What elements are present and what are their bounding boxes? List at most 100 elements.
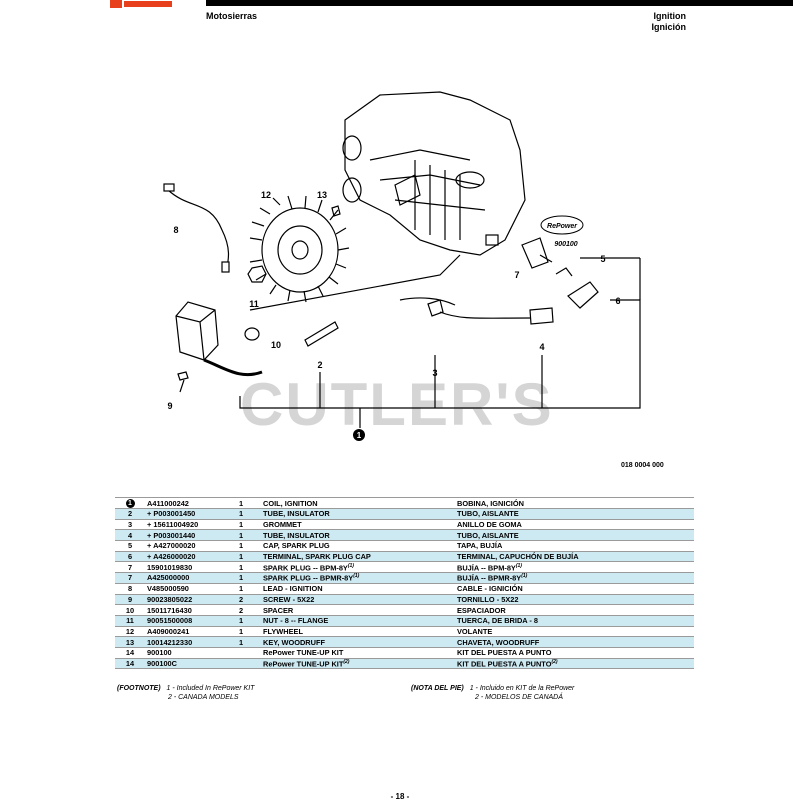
- ref-number: 13: [115, 636, 145, 648]
- description-es-text: KIT DEL PUESTA A PUNTO: [457, 659, 552, 669]
- description-en-text: SCREW - 5X22: [263, 594, 315, 604]
- part-number: 900100: [145, 646, 221, 659]
- description-es-text: KIT DEL PUESTA A PUNTO: [457, 648, 552, 658]
- callout-9: 9: [167, 401, 172, 411]
- footnote-ref: (1): [347, 562, 354, 569]
- description-es: TAPA, BUJÍA: [455, 540, 694, 552]
- ref-number: 14: [115, 646, 145, 659]
- description-es-text: TUERCA, DE BRIDA - 8: [457, 616, 539, 626]
- quantity: 1: [221, 614, 261, 627]
- description-es-text: TUBO, AISLANTE: [457, 530, 519, 540]
- description-en: TERMINAL, SPARK PLUG CAP: [261, 550, 455, 562]
- ref-number: 10: [115, 604, 145, 616]
- description-en-text: SPARK PLUG -- BPM-8Y: [263, 563, 348, 573]
- description-es: KIT DEL PUESTA A PUNTO(2): [455, 657, 694, 670]
- ref-number: 5: [115, 540, 145, 552]
- page-number: - 18 -: [390, 792, 410, 801]
- description-es-text: VOLANTE: [457, 626, 493, 636]
- callout-5: 5: [600, 254, 605, 264]
- ignition-coil: [175, 301, 219, 361]
- description-es-text: ANILLO DE GOMA: [457, 520, 522, 530]
- quantity: 1: [221, 636, 261, 648]
- description-en: SPARK PLUG -- BPM-8Y(1): [261, 561, 455, 573]
- flywheel: [249, 195, 350, 303]
- description-es: ESPACIADOR: [455, 604, 694, 616]
- description-en-text: TUBE, INSULATOR: [263, 509, 330, 519]
- brand-logo: [110, 0, 172, 8]
- part-number: 10014212330: [145, 636, 221, 648]
- description-en: NUT - 8 -- FLANGE: [261, 614, 455, 627]
- repower-label: RePower: [547, 223, 578, 230]
- callout-13: 13: [317, 190, 327, 200]
- description-en-text: FLYWHEEL: [263, 626, 303, 636]
- exploded-parts-diagram: RePower 900100 1 2 3 4 5 6 7 8 9 10 11 1…: [163, 91, 641, 441]
- section-label: Motosierras: [206, 11, 258, 21]
- description-en-text: COIL, IGNITION: [263, 498, 318, 508]
- description-es-text: BUJÍA -- BPM-8Y: [457, 563, 516, 573]
- description-es: TORNILLO - 5X22: [455, 593, 694, 605]
- description-en-text: NUT - 8 -- FLANGE: [263, 616, 329, 626]
- part-number: + A427000020: [145, 540, 221, 552]
- ref-number: 8: [115, 582, 145, 594]
- footnote-en: (FOOTNOTE) 1 - Included In RePower KIT: [117, 685, 254, 692]
- footnote-es-label: (NOTA DEL PIE): [411, 685, 464, 692]
- ref-number: 2: [115, 508, 145, 520]
- quantity: 1: [221, 518, 261, 530]
- description-es-text: BUJÍA -- BPMR-8Y: [457, 573, 522, 583]
- ref-number: 6: [115, 550, 145, 562]
- repower-badge: RePower 900100: [540, 215, 584, 248]
- quantity: 1: [221, 497, 261, 509]
- part-number: + P003001440: [145, 529, 221, 541]
- description-es: CHAVETA, WOODRUFF: [455, 636, 694, 648]
- part-number: + 15611004920: [145, 518, 221, 530]
- callout-1-marker: [353, 429, 365, 441]
- description-es-text: ESPACIADOR: [457, 605, 506, 615]
- part-number: 900100C: [145, 657, 221, 670]
- coil-screw: [177, 371, 189, 393]
- footnote-en-2: 2 - CANADA MODELS: [168, 694, 239, 701]
- description-en-text: SPACER: [263, 605, 294, 615]
- description-es-text: CHAVETA, WOODRUFF: [457, 637, 540, 647]
- insulator-tube-4: [529, 307, 554, 325]
- description-es: BUJÍA -- BPMR-8Y(1): [455, 572, 694, 584]
- description-en-text: RePower TUNE-UP KIT: [263, 648, 344, 658]
- ref-number: 11: [115, 614, 145, 627]
- part-number: 15901019830: [145, 561, 221, 573]
- description-es: BUJÍA -- BPM-8Y(1): [455, 561, 694, 573]
- callout-10: 10: [271, 340, 281, 350]
- description-es: CABLE - IGNICIÓN: [455, 582, 694, 594]
- footnote-es: (NOTA DEL PIE) 1 - Incluido en KIT de la…: [411, 685, 574, 692]
- header-bar: [206, 0, 793, 6]
- description-en-text: GROMMET: [263, 520, 302, 530]
- quantity: 1: [221, 508, 261, 520]
- part-number: 15011716430: [145, 604, 221, 616]
- description-en: COIL, IGNITION: [261, 497, 455, 509]
- description-en-text: TERMINAL, SPARK PLUG CAP: [263, 552, 371, 562]
- ref-number: 14: [115, 657, 145, 670]
- callout-7: 7: [514, 270, 519, 280]
- spark-plug: [521, 237, 553, 269]
- footnote-ref: (2): [343, 658, 350, 665]
- description-en: KEY, WOODRUFF: [261, 636, 455, 648]
- title-spanish: Ignición: [651, 22, 687, 32]
- description-es: BOBINA, IGNICIÓN: [455, 497, 694, 509]
- quantity: 1: [221, 582, 261, 594]
- ref-number: 7: [115, 561, 145, 573]
- quantity: 1: [221, 572, 261, 584]
- description-en: SPACER: [261, 604, 455, 616]
- ref-number: 3: [115, 518, 145, 530]
- quantity: [221, 646, 261, 659]
- description-en: GROMMET: [261, 518, 455, 530]
- watermark: CUTLER'S: [240, 371, 554, 438]
- cap-terminal: [555, 267, 573, 277]
- part-number: + P003001450: [145, 508, 221, 520]
